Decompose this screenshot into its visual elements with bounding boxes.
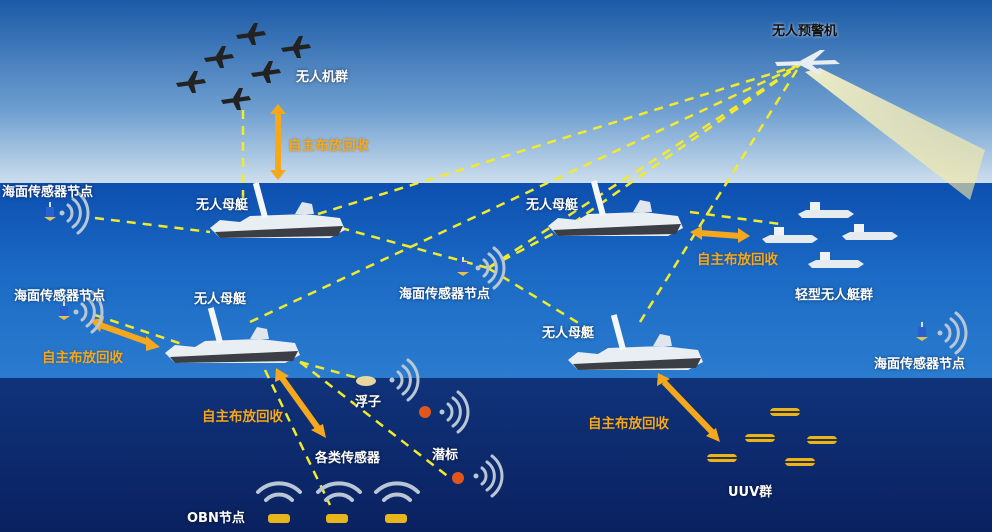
label-mother-boat-3: 无人母艇 (194, 292, 247, 307)
label-deploy-recover-drones: 自主布放回收 (288, 138, 369, 154)
label-mother-boat-1: 无人母艇 (196, 198, 249, 213)
early-warning-aircraft (775, 50, 840, 74)
label-deploy-recover-light-boats: 自主布放回收 (697, 252, 778, 268)
label-early-warning-aircraft: 无人预警机 (772, 24, 838, 39)
label-obn-node: OBN节点 (187, 511, 245, 526)
radar-beam (805, 68, 985, 200)
underwater-devices (256, 358, 504, 523)
label-deploy-recover-underwater: 自主布放回收 (202, 409, 283, 425)
label-drone-swarm: 无人机群 (296, 70, 349, 85)
label-subsurface-buoy: 潜标 (432, 448, 459, 463)
label-surface-sensor-node-2: 海面传感器节点 (399, 287, 491, 302)
link-lines (94, 63, 802, 506)
label-surface-sensor-node-1: 海面传感器节点 (2, 185, 94, 200)
label-mother-boat-2: 无人母艇 (526, 198, 579, 213)
label-light-boat-swarm: 轻型无人艇群 (795, 288, 874, 303)
label-deploy-recover-sensor: 自主布放回收 (42, 350, 123, 366)
label-surface-sensor-node-4: 海面传感器节点 (874, 357, 966, 372)
underwater-zone (0, 378, 992, 532)
label-uuv-swarm: UUV群 (728, 485, 773, 500)
label-mother-boat-4: 无人母艇 (542, 326, 595, 341)
sky (0, 0, 992, 185)
label-surface-sensor-node-3: 海面传感器节点 (14, 289, 106, 304)
label-deploy-recover-uuv: 自主布放回收 (588, 416, 669, 432)
label-various-sensors: 各类传感器 (315, 451, 381, 466)
label-float: 浮子 (355, 395, 382, 410)
